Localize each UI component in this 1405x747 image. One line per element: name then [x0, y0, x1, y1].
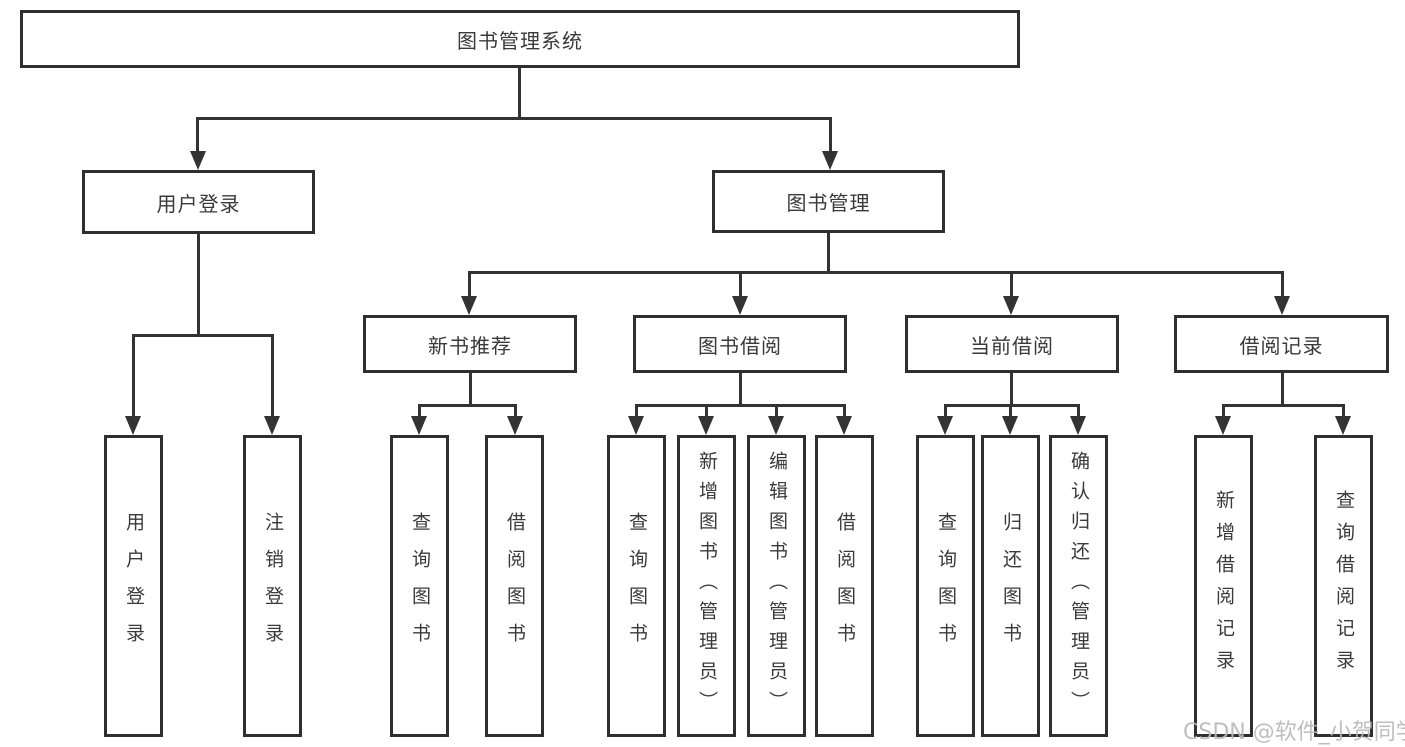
- connector-line: [197, 234, 200, 337]
- leaf-borrowing-query-books: 查询图书: [607, 435, 666, 737]
- arrow-down-icon: [1274, 296, 1290, 315]
- connector-line: [469, 373, 472, 407]
- connector-line: [705, 404, 708, 420]
- arrow-down-icon: [822, 151, 838, 170]
- connector-line: [827, 233, 830, 274]
- connector-line: [271, 334, 274, 418]
- connector-line: [1009, 404, 1012, 420]
- arrow-down-icon: [732, 296, 748, 315]
- connector-line: [635, 404, 846, 407]
- leaf-add-books-admin: 新增图书（管理员）: [677, 435, 736, 737]
- leaf-confirm-return-admin: 确认归还（管理员）: [1049, 435, 1108, 737]
- connector-line: [1010, 271, 1013, 299]
- arrow-down-icon: [1335, 416, 1351, 435]
- connector-line: [944, 404, 1080, 407]
- arrow-down-icon: [1070, 416, 1086, 435]
- connector-line: [944, 404, 947, 420]
- connector-line: [1077, 404, 1080, 420]
- arrow-down-icon: [698, 416, 714, 435]
- csdn-watermark: CSDN @软件_小贺同学: [1183, 720, 1405, 745]
- arrow-down-icon: [1003, 296, 1019, 315]
- connector-line: [468, 271, 471, 299]
- connector-line: [739, 373, 742, 407]
- node-new-book-recommend: 新书推荐: [363, 315, 577, 373]
- connector-line: [468, 271, 1284, 274]
- leaf-recommend-borrow-books: 借阅图书: [485, 435, 544, 737]
- leaf-current-query-books: 查询图书: [916, 435, 975, 737]
- arrow-down-icon: [628, 416, 644, 435]
- arrow-down-icon: [461, 296, 477, 315]
- connector-line: [635, 404, 638, 420]
- connector-line: [518, 68, 521, 119]
- connector-line: [1342, 404, 1345, 420]
- node-book-borrowing: 图书借阅: [633, 315, 847, 373]
- arrow-down-icon: [1002, 416, 1018, 435]
- arrow-down-icon: [411, 416, 427, 435]
- connector-line: [418, 404, 421, 420]
- arrow-down-icon: [768, 416, 784, 435]
- connector-line: [1222, 404, 1225, 420]
- arrow-down-icon: [836, 416, 852, 435]
- connector-line: [514, 404, 517, 420]
- leaf-add-borrow-record: 新增借阅记录: [1194, 435, 1253, 737]
- connector-line: [132, 334, 274, 337]
- connector-line: [196, 117, 832, 120]
- node-user-login: 用户登录: [82, 170, 315, 234]
- connector-line: [132, 334, 135, 418]
- connector-line: [1281, 271, 1284, 299]
- leaf-return-books: 归还图书: [981, 435, 1040, 737]
- arrow-down-icon: [264, 416, 280, 435]
- leaf-recommend-query-books: 查询图书: [390, 435, 449, 737]
- arrow-down-icon: [937, 416, 953, 435]
- node-book-management: 图书管理: [712, 170, 945, 233]
- arrow-down-icon: [507, 416, 523, 435]
- leaf-logout: 注销登录: [243, 435, 302, 737]
- connector-line: [418, 404, 517, 407]
- leaf-borrowing-borrow-books: 借阅图书: [815, 435, 874, 737]
- node-current-borrowing: 当前借阅: [905, 315, 1119, 373]
- leaf-user-login: 用户登录: [104, 435, 163, 737]
- arrow-down-icon: [190, 151, 206, 170]
- connector-line: [739, 271, 742, 299]
- connector-line: [843, 404, 846, 420]
- connector-line: [1281, 373, 1284, 407]
- connector-line: [829, 117, 832, 153]
- connector-line: [1010, 373, 1013, 407]
- node-borrowing-records: 借阅记录: [1174, 315, 1389, 373]
- arrow-down-icon: [1215, 416, 1231, 435]
- connector-line: [1222, 404, 1345, 407]
- node-library-management-system: 图书管理系统: [20, 10, 1020, 68]
- leaf-query-borrow-record: 查询借阅记录: [1314, 435, 1373, 737]
- arrow-down-icon: [125, 416, 141, 435]
- leaf-edit-books-admin: 编辑图书（管理员）: [747, 435, 806, 737]
- connector-line: [196, 117, 199, 153]
- connector-line: [775, 404, 778, 420]
